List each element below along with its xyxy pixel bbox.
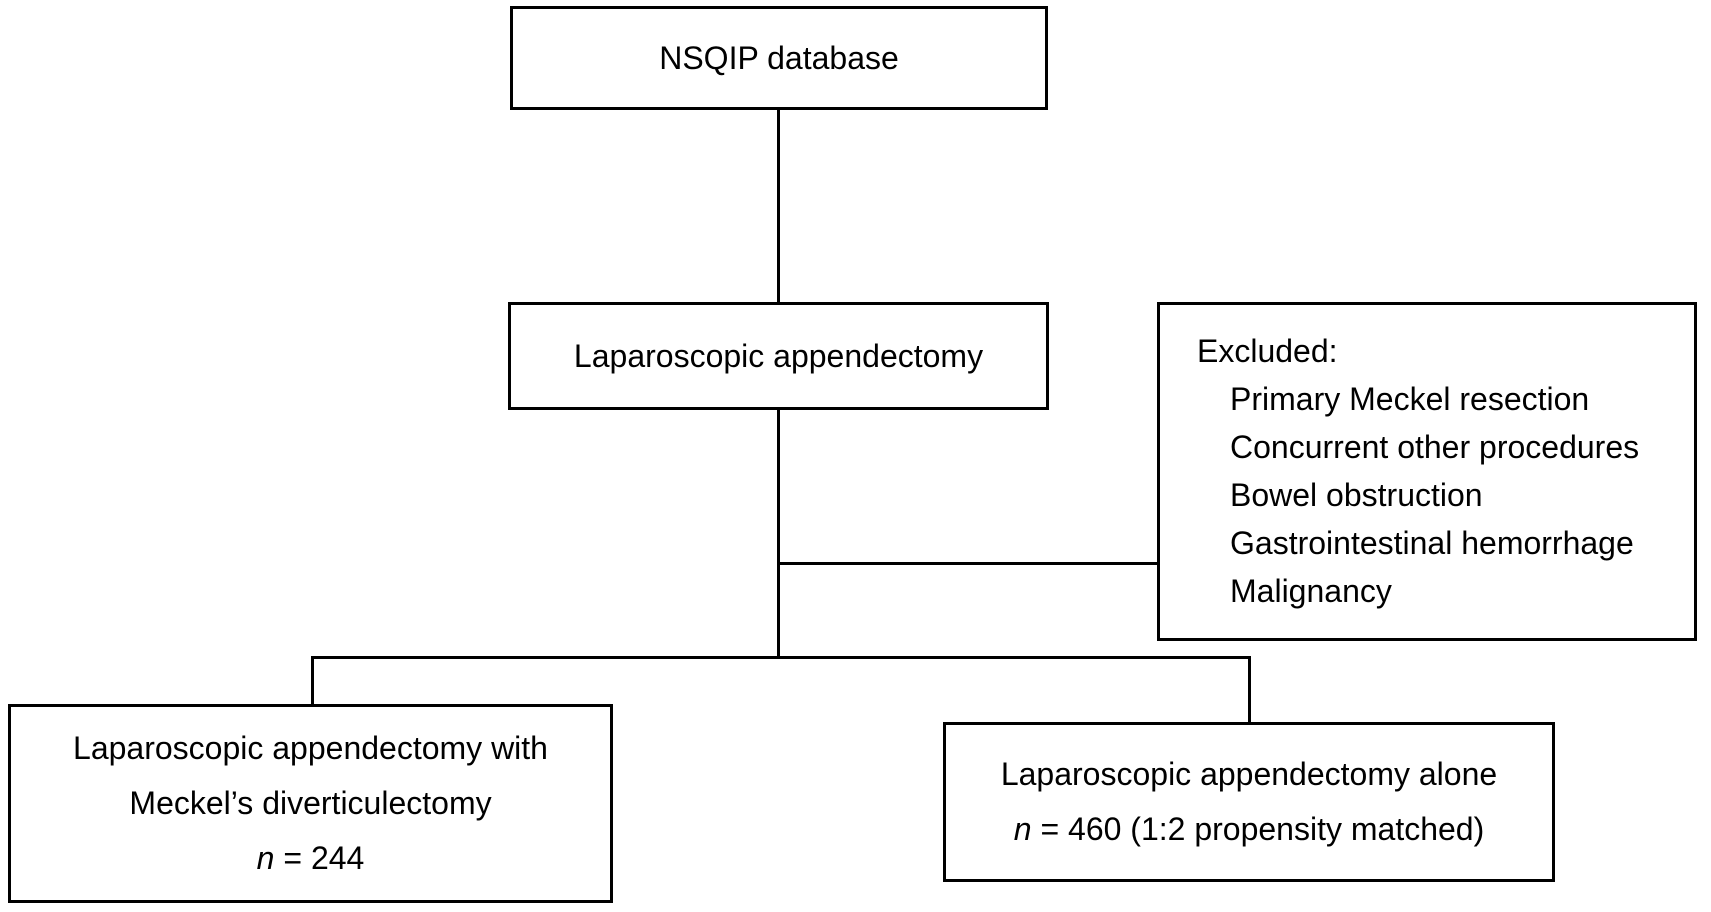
n-symbol: n — [256, 840, 275, 876]
node-nsqip-database-label: NSQIP database — [659, 39, 899, 76]
node-br-sample-size: n = 460 (1:2 propensity matched) — [1014, 802, 1485, 857]
n-value: = 460 (1:2 propensity matched) — [1031, 811, 1485, 847]
excluded-item: Malignancy — [1230, 573, 1392, 609]
n-symbol: n — [1013, 811, 1032, 847]
connector-drop-left — [311, 656, 314, 704]
connector-nsqip-to-appendectomy — [777, 110, 780, 302]
node-bl-sample-size: n = 244 — [257, 831, 365, 886]
connector-to-excluded-box — [777, 562, 1157, 565]
excluded-item: Concurrent other procedures — [1230, 429, 1640, 465]
node-appendectomy-with-diverticulectomy: Laparoscopic appendectomy with Meckel’s … — [8, 704, 613, 903]
excluded-item: Bowel obstruction — [1230, 477, 1483, 513]
node-nsqip-database: NSQIP database — [510, 6, 1048, 110]
connector-appendectomy-to-branch — [777, 410, 780, 659]
n-value: = 244 — [274, 840, 365, 876]
node-laparoscopic-appendectomy: Laparoscopic appendectomy — [508, 302, 1049, 410]
excluded-title: Excluded: — [1197, 333, 1338, 369]
excluded-item: Primary Meckel resection — [1230, 381, 1590, 417]
connector-drop-right — [1248, 656, 1251, 722]
node-laparoscopic-appendectomy-label: Laparoscopic appendectomy — [573, 337, 984, 374]
excluded-item: Gastrointestinal hemorrhage — [1230, 525, 1634, 561]
node-appendectomy-alone: Laparoscopic appendectomy alone n = 460 … — [943, 722, 1555, 882]
node-br-line1: Laparoscopic appendectomy alone — [1000, 756, 1498, 792]
node-bl-line1: Laparoscopic appendectomy with — [73, 730, 548, 766]
node-excluded: Excluded: Primary Meckel resection Concu… — [1157, 302, 1697, 641]
connector-branch-horizontal — [311, 656, 1251, 659]
node-bl-line2: Meckel’s diverticulectomy — [129, 785, 492, 821]
